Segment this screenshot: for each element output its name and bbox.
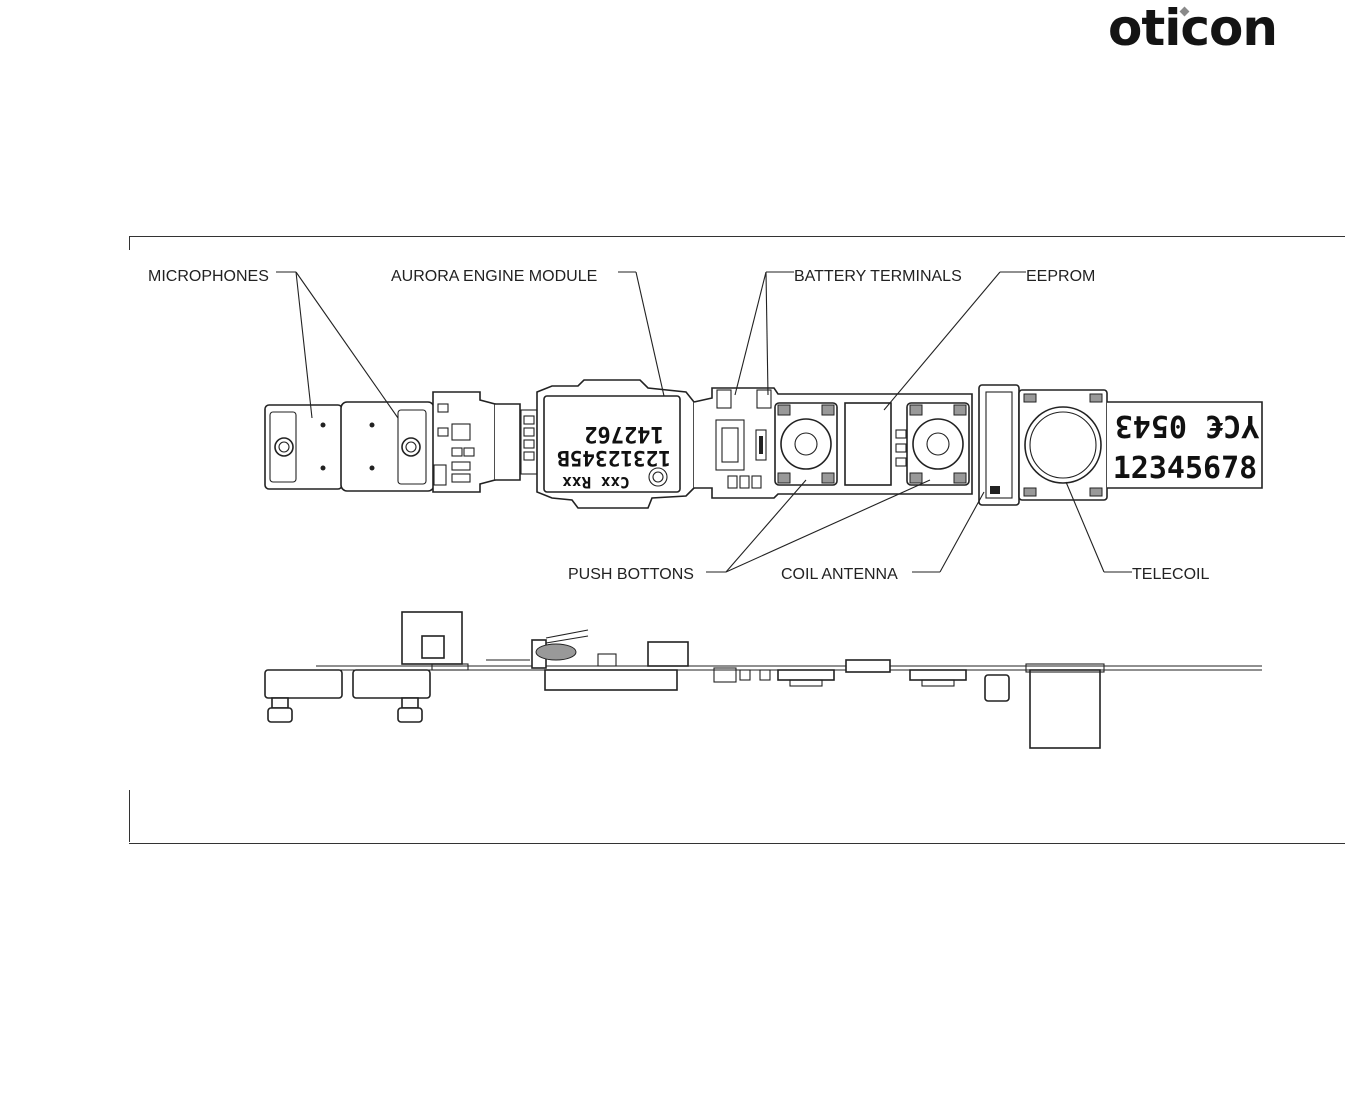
side-view: [265, 612, 1262, 748]
aurora-engine-module: 142762 12312345Β Cxx Rxx: [537, 380, 694, 508]
flex-connector: [495, 404, 537, 480]
coil-antenna: [979, 385, 1019, 505]
label-microphones: MICROPHONES: [148, 268, 269, 285]
label-push-bottons: PUSH BOTTONS: [568, 566, 694, 583]
telecoil-section: YC€ 0543 12345678: [1019, 390, 1262, 500]
label-aurora-engine-module: AURORA ENGINE MODULE: [391, 268, 597, 285]
chip-marking-line3: Cxx Rxx: [562, 473, 630, 492]
chip-marking-line1: 142762: [584, 421, 663, 446]
label-battery-terminals: BATTERY TERMINALS: [794, 268, 962, 285]
chip-marking-line2: 12312345Β: [557, 446, 671, 470]
body-marking-top: YC€ 0543: [1115, 408, 1260, 443]
label-telecoil: TELECOIL: [1132, 566, 1209, 583]
microphone-board: [265, 392, 495, 492]
body-marking-bottom: 12345678: [1113, 451, 1258, 486]
label-eeprom: EEPROM: [1026, 268, 1095, 285]
main-board: [694, 388, 972, 498]
top-view: 142762 12312345Β Cxx Rxx: [265, 380, 1262, 508]
label-coil-antenna: COIL ANTENNA: [781, 566, 898, 583]
eeprom-chip: [845, 403, 891, 485]
